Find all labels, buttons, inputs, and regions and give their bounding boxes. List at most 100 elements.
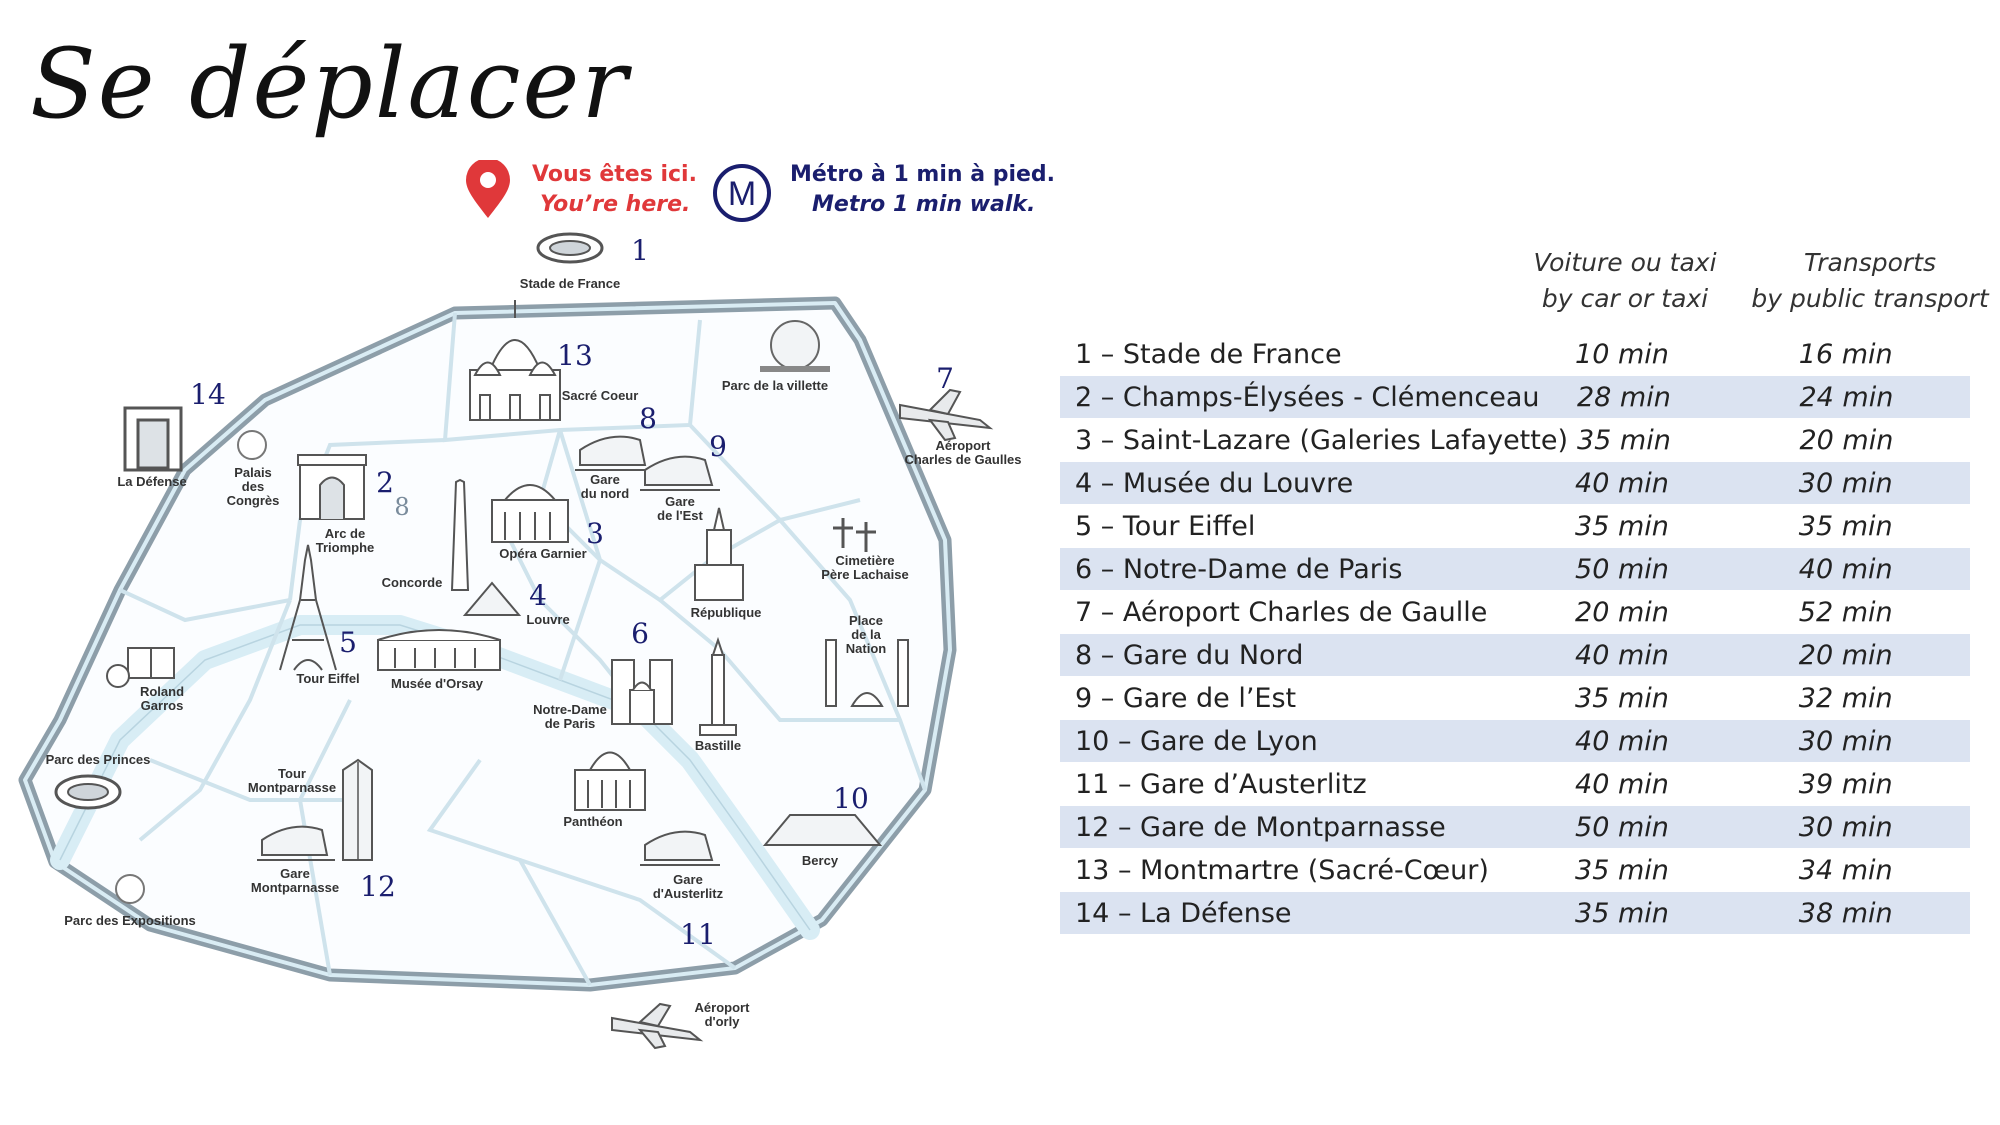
label-defense: La Défense (117, 474, 186, 489)
label-nd-1: Notre-Dame (533, 702, 607, 717)
skyscraper-icon (342, 758, 373, 861)
label-tmont-2: Montparnasse (248, 780, 336, 795)
destination-cell: 12 – Gare de Montparnasse (1075, 811, 1446, 843)
geode-icon (760, 320, 830, 372)
label-palais-1: Palais (234, 465, 272, 480)
label-cdg-1: Aéroport (936, 438, 992, 453)
arena-icon (762, 814, 883, 846)
car-time-cell: 35 min (1576, 424, 1671, 456)
label-pere-1: Cimetière (835, 553, 894, 568)
stadium-icon (536, 232, 604, 264)
label-pantheon: Panthéon (563, 814, 622, 829)
opera-icon (491, 484, 569, 543)
header-public-en: by public transport (1751, 284, 1989, 313)
destination-cell: 11 – Gare d’Austerlitz (1075, 768, 1367, 800)
car-time-cell: 50 min (1575, 553, 1669, 585)
num-12: 12 (360, 870, 396, 903)
public-time-cell: 40 min (1798, 553, 1893, 585)
public-time-cell: 35 min (1798, 510, 1893, 542)
public-time-cell: 34 min (1798, 854, 1893, 886)
num-8: 8 (639, 402, 657, 435)
obelisk-icon (450, 478, 470, 591)
pyramid-icon (462, 581, 522, 616)
destination-cell: 8 – Gare du Nord (1075, 639, 1304, 671)
num-14: 14 (190, 378, 226, 411)
label-cdg-2: Charles de Gaulles (904, 452, 1021, 467)
label-concorde: Concorde (382, 575, 443, 590)
destination-cell: 6 – Notre-Dame de Paris (1075, 553, 1403, 585)
num-8-grey: 8 (394, 493, 409, 521)
label-sacre: Sacré Coeur (562, 388, 639, 403)
label-gmont-2: Montparnasse (251, 880, 339, 895)
label-arc-2: Triomphe (316, 540, 375, 555)
train-icon (257, 825, 335, 861)
car-time-cell: 35 min (1575, 682, 1669, 714)
label-nation-3: Nation (846, 641, 887, 656)
label-arc-1: Arc de (325, 526, 365, 541)
statue-icon (694, 507, 744, 601)
public-time-cell: 30 min (1798, 467, 1893, 499)
eiffel-tower-icon (279, 544, 337, 671)
car-time-cell: 35 min (1575, 897, 1669, 929)
columns-icon (825, 639, 909, 707)
train-icon (575, 435, 650, 471)
page-title: Se déplacer (30, 28, 630, 140)
arc-de-triomphe-icon (297, 454, 367, 520)
public-time-cell: 52 min (1798, 596, 1893, 628)
label-louvre: Louvre (526, 612, 569, 627)
table-row: 4 – Musée du Louvre 40 min 30 min (1060, 462, 1970, 504)
public-time-cell: 20 min (1799, 424, 1894, 456)
label-gaust-1: Gare (673, 872, 703, 887)
header-public: Transports by public transport (1740, 245, 2000, 317)
label-gest-1: Gare (665, 494, 695, 509)
label-nd-2: de Paris (545, 716, 596, 731)
label-gnord-1: Gare (590, 472, 620, 487)
car-time-cell: 28 min (1576, 381, 1671, 413)
public-time-cell: 16 min (1798, 338, 1893, 370)
label-gnord-2: du nord (581, 486, 629, 501)
legend-here-fr: Vous êtes ici. (532, 162, 697, 187)
car-time-cell: 40 min (1575, 639, 1669, 671)
num-2: 2 (376, 466, 394, 499)
table-row: 3 – Saint-Lazare (Galeries Lafayette)35 … (1060, 419, 1970, 461)
num-7: 7 (936, 362, 954, 395)
label-bastille: Bastille (695, 738, 741, 753)
pantheon-icon (574, 751, 646, 811)
car-time-cell: 40 min (1575, 467, 1669, 499)
label-gest-2: de l'Est (657, 508, 703, 523)
label-republique: République (691, 605, 762, 620)
public-time-cell: 38 min (1798, 897, 1893, 929)
public-time-cell: 30 min (1798, 811, 1893, 843)
stadium-icon (54, 774, 122, 810)
label-roland-2: Garros (141, 698, 184, 713)
header-car: Voiture ou taxi by car or taxi (1500, 245, 1750, 317)
public-time-cell: 39 min (1798, 768, 1893, 800)
header-public-fr: Transports (1803, 248, 1937, 277)
label-eiffel: Tour Eiffel (296, 671, 359, 686)
car-time-cell: 20 min (1575, 596, 1669, 628)
column-icon (699, 636, 737, 736)
num-1: 1 (631, 234, 649, 267)
label-palais-2: des (242, 479, 264, 494)
tennis-icon (106, 647, 175, 688)
destination-cell: 5 – Tour Eiffel (1075, 510, 1256, 542)
label-roland-1: Roland (140, 684, 184, 699)
destination-cell: 4 – Musée du Louvre (1075, 467, 1354, 499)
destination-cell: 2 – Champs-Élysées - Clémenceau (1075, 381, 1540, 413)
destination-cell: 7 – Aéroport Charles de Gaulle (1075, 596, 1488, 628)
public-time-cell: 24 min (1799, 381, 1894, 413)
svg-text:M: M (728, 175, 756, 213)
cross-icon (833, 518, 876, 552)
label-opera: Opéra Garnier (499, 546, 586, 561)
num-6: 6 (631, 617, 649, 650)
header-car-fr: Voiture ou taxi (1533, 248, 1717, 277)
legend: Vous êtes ici. You’re here. M Métro à 1 … (460, 160, 1060, 230)
label-bercy: Bercy (802, 853, 839, 868)
label-tmont-1: Tour (278, 766, 306, 781)
